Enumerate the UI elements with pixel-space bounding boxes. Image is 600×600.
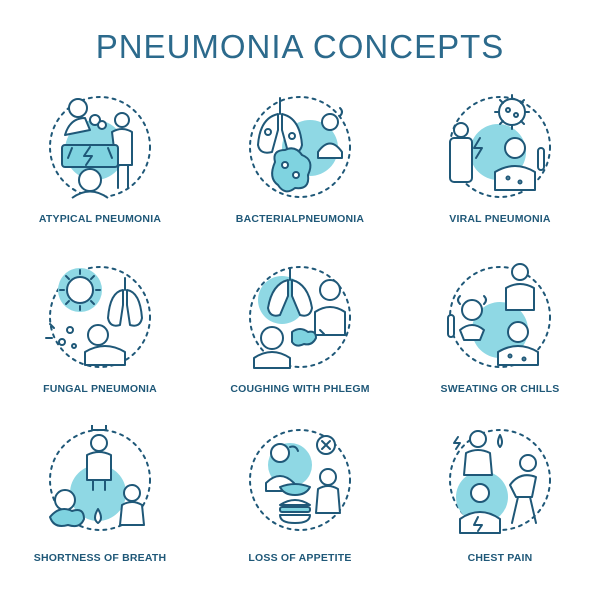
label-fungal-pneumonia: FUNGAL PNEUMONIA [43, 383, 157, 395]
label-bacterial-pneumonia: BACTERIALPNEUMONIA [235, 213, 365, 225]
card-viral-pneumonia: VIRAL PNEUMONIA [400, 90, 600, 255]
loss-of-appetite-icon [249, 429, 351, 531]
viral-pneumonia-icon [449, 94, 551, 198]
bacterial-pneumonia-icon [249, 96, 351, 198]
shortness-of-breath-icon [49, 425, 151, 531]
page-title: PNEUMONIA CONCEPTS [95, 28, 505, 65]
label-chest-pain: CHEST PAIN [467, 552, 533, 564]
card-shortness-of-breath: SHORTNESS OF BREATH [0, 425, 200, 590]
chest-pain-icon [449, 429, 551, 534]
card-loss-of-appetite: LOSS OF APPETITE [200, 425, 400, 590]
card-fungal-pneumonia: FUNGAL PNEUMONIA [0, 260, 200, 425]
card-chest-pain: CHEST PAIN [400, 425, 600, 590]
coughing-with-phlegm-icon [249, 266, 351, 369]
fungal-pneumonia-icon [45, 266, 151, 368]
label-viral-pneumonia: VIRAL PNEUMONIA [449, 213, 551, 225]
card-atypical-pneumonia: ATYPICAL PNEUMONIA [0, 90, 200, 255]
label-atypical-pneumonia: ATYPICAL PNEUMONIA [38, 213, 162, 225]
label-loss-of-appetite: LOSS OF APPETITE [248, 552, 352, 564]
atypical-pneumonia-icon [49, 96, 151, 199]
card-coughing-with-phlegm: COUGHING WITH PHLEGM [200, 260, 400, 425]
card-sweating-or-chills: SWEATING OR CHILLS [400, 260, 600, 425]
label-sweating-or-chills: SWEATING OR CHILLS [440, 383, 560, 395]
sweating-or-chills-icon [447, 263, 551, 368]
card-bacterial-pneumonia: BACTERIALPNEUMONIA [200, 90, 400, 255]
label-coughing-with-phlegm: COUGHING WITH PHLEGM [230, 383, 370, 395]
label-shortness-of-breath: SHORTNESS OF BREATH [33, 552, 167, 564]
